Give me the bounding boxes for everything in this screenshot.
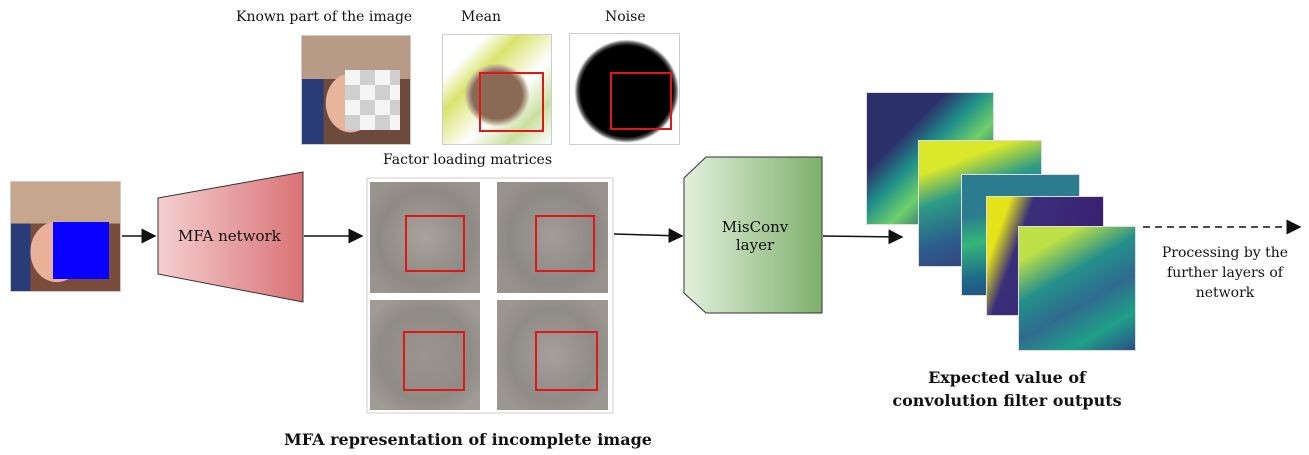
noise-highlight-square bbox=[610, 72, 672, 130]
processing-label-line3: network bbox=[1195, 285, 1255, 301]
factor-matrix-3 bbox=[370, 300, 480, 410]
mean-image bbox=[442, 34, 552, 145]
factor-matrix-4 bbox=[497, 300, 608, 410]
processing-label: Processing by the further layers of netw… bbox=[1145, 243, 1305, 303]
arrow-misconv-to-outputs bbox=[822, 229, 904, 245]
expected-value-caption: Expected value of convolution filter out… bbox=[862, 366, 1152, 412]
mean-highlight-square bbox=[479, 72, 544, 132]
noise-image bbox=[569, 33, 680, 145]
factor-loading-frame bbox=[366, 177, 614, 414]
misconv-label-line1: MisConv bbox=[721, 218, 789, 236]
misconv-block bbox=[683, 156, 823, 314]
factor-matrix-1 bbox=[370, 182, 480, 293]
factor-matrix-4-highlight bbox=[535, 331, 598, 391]
mfa-network-block bbox=[157, 171, 304, 303]
known-part-image bbox=[301, 35, 411, 145]
factor-loading-label: Factor loading matrices bbox=[383, 152, 552, 168]
mfa-network-label: MFA network bbox=[178, 227, 281, 245]
misconv-label: MisConv layer bbox=[710, 218, 800, 254]
mean-label: Mean bbox=[461, 9, 501, 25]
checkerboard-missing-region bbox=[345, 70, 400, 130]
mfa-representation-caption: MFA representation of incomplete image bbox=[284, 430, 652, 449]
factor-matrix-1-highlight bbox=[405, 215, 465, 272]
blue-mask-square bbox=[53, 222, 109, 279]
filter-output-5 bbox=[1018, 226, 1136, 351]
factor-matrix-2-highlight bbox=[535, 215, 595, 272]
known-part-label: Known part of the image bbox=[236, 9, 413, 25]
arrow-representation-to-misconv bbox=[613, 228, 684, 244]
misconv-label-line2: layer bbox=[735, 236, 775, 254]
noise-label: Noise bbox=[605, 9, 646, 25]
processing-label-line2: further layers of bbox=[1167, 265, 1283, 281]
processing-label-line1: Processing by the bbox=[1161, 245, 1289, 261]
factor-matrix-2 bbox=[497, 182, 608, 293]
expected-value-line1: Expected value of bbox=[928, 368, 1086, 387]
input-image bbox=[10, 181, 121, 292]
expected-value-line2: convolution filter outputs bbox=[892, 391, 1122, 410]
factor-matrix-3-highlight bbox=[403, 331, 465, 391]
